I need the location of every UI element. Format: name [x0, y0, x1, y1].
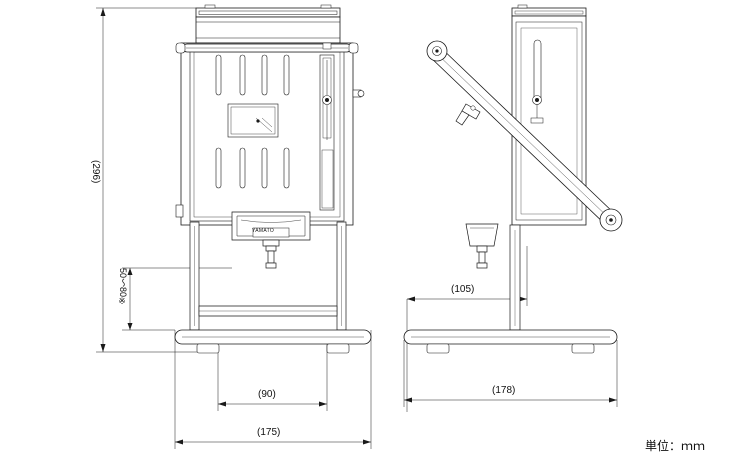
- dim-side-upper: (105): [451, 284, 475, 295]
- front-view: [174, 4, 372, 354]
- dimension-lines: [96, 7, 618, 449]
- dim-front-base-inner: (90): [258, 389, 276, 400]
- unit-note: 単位：ｍｍ: [645, 439, 706, 453]
- panel-brand-label: YAMATO: [252, 228, 275, 234]
- dim-front-base-outer: (175): [257, 427, 281, 438]
- dim-side-base: (178): [492, 385, 516, 396]
- dim-height-total: (296): [90, 160, 101, 184]
- dim-height-adjust: 50〜80※: [118, 268, 128, 308]
- side-view: [403, 4, 623, 354]
